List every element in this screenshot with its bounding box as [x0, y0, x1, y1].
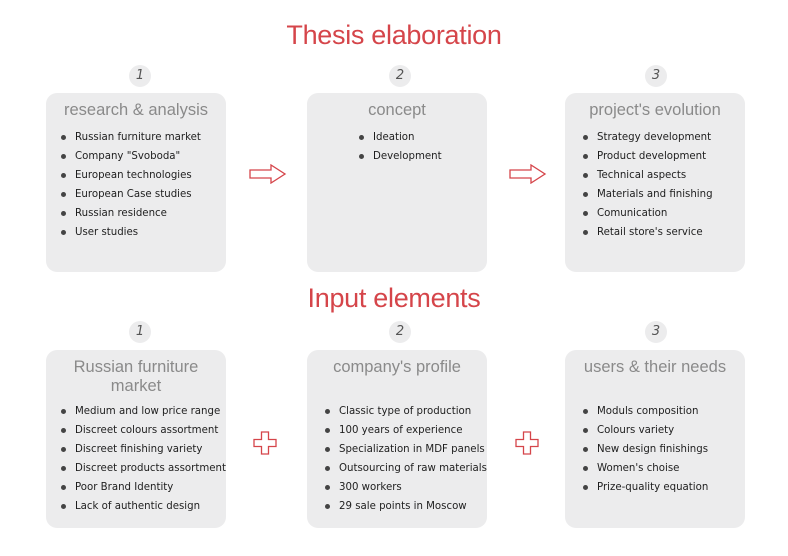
card-title-line: market — [110, 377, 162, 395]
list-item: 29 sale points in Moscow — [325, 500, 487, 519]
card-list: Medium and low price range Discreet colo… — [61, 405, 226, 519]
list-item: User studies — [61, 226, 201, 245]
thesis-elaboration-title: Thesis elaboration — [286, 20, 502, 50]
step-number-badge: 2 — [389, 321, 411, 343]
list-item: Moduls composition — [583, 405, 708, 424]
list-item: European technologies — [61, 169, 201, 188]
outline-plus-icon — [253, 431, 277, 455]
list-item: 300 workers — [325, 481, 487, 500]
input-elements-title: Input elements — [307, 283, 481, 313]
list-item: Retail store's service — [583, 226, 713, 245]
step-number-badge: 3 — [645, 321, 667, 343]
card-list: Strategy development Product development… — [583, 131, 713, 245]
list-item: Product development — [583, 150, 713, 169]
step-number-badge: 1 — [129, 321, 151, 343]
list-item: Russian residence — [61, 207, 201, 226]
list-item: Classic type of production — [325, 405, 487, 424]
step-number-badge: 3 — [645, 65, 667, 87]
list-item: Prize-quality equation — [583, 481, 708, 500]
card-list: Moduls composition Colours variety New d… — [583, 405, 708, 500]
outline-plus-icon — [515, 431, 539, 455]
list-item: Russian furniture market — [61, 131, 201, 150]
card-list: Ideation Development — [359, 131, 442, 169]
list-item: Specialization in MDF panels — [325, 443, 487, 462]
list-item: Company "Svoboda" — [61, 150, 201, 169]
outline-arrow-right-icon — [509, 164, 547, 184]
list-item: Colours variety — [583, 424, 708, 443]
list-item: Strategy development — [583, 131, 713, 150]
russian-furniture-market-card: Russian furniture market Medium and low … — [46, 350, 226, 528]
projects-evolution-card: project's evolution Strategy development… — [565, 93, 745, 272]
list-item: Discreet products assortment — [61, 462, 226, 481]
list-item: Medium and low price range — [61, 405, 226, 424]
card-title: concept — [368, 101, 426, 119]
list-item: New design finishings — [583, 443, 708, 462]
list-item: Ideation — [359, 131, 442, 150]
users-needs-card: users & their needs Moduls composition C… — [565, 350, 745, 528]
card-title: research & analysis — [64, 101, 208, 119]
list-item: Development — [359, 150, 442, 169]
list-item: Discreet finishing variety — [61, 443, 226, 462]
list-item: Technical aspects — [583, 169, 713, 188]
card-title: company's profile — [333, 358, 461, 376]
list-item: Women's choise — [583, 462, 708, 481]
card-title-line: Russian furniture — [73, 358, 199, 376]
list-item: Lack of authentic design — [61, 500, 226, 519]
companys-profile-card: company's profile Classic type of produc… — [307, 350, 487, 528]
card-title: users & their needs — [583, 358, 727, 376]
list-item: European Case studies — [61, 188, 201, 207]
step-number-badge: 2 — [389, 65, 411, 87]
research-analysis-card: research & analysis Russian furniture ma… — [46, 93, 226, 272]
concept-card: concept Ideation Development — [307, 93, 487, 272]
list-item: Outsourcing of raw materials — [325, 462, 487, 481]
list-item: 100 years of experience — [325, 424, 487, 443]
card-list: Classic type of production 100 years of … — [325, 405, 487, 519]
list-item: Materials and finishing — [583, 188, 713, 207]
outline-arrow-right-icon — [249, 164, 287, 184]
list-item: Comunication — [583, 207, 713, 226]
list-item: Discreet colours assortment — [61, 424, 226, 443]
card-title: project's evolution — [589, 101, 721, 119]
list-item: Poor Brand Identity — [61, 481, 226, 500]
step-number-badge: 1 — [129, 65, 151, 87]
card-list: Russian furniture market Company "Svobod… — [61, 131, 201, 245]
